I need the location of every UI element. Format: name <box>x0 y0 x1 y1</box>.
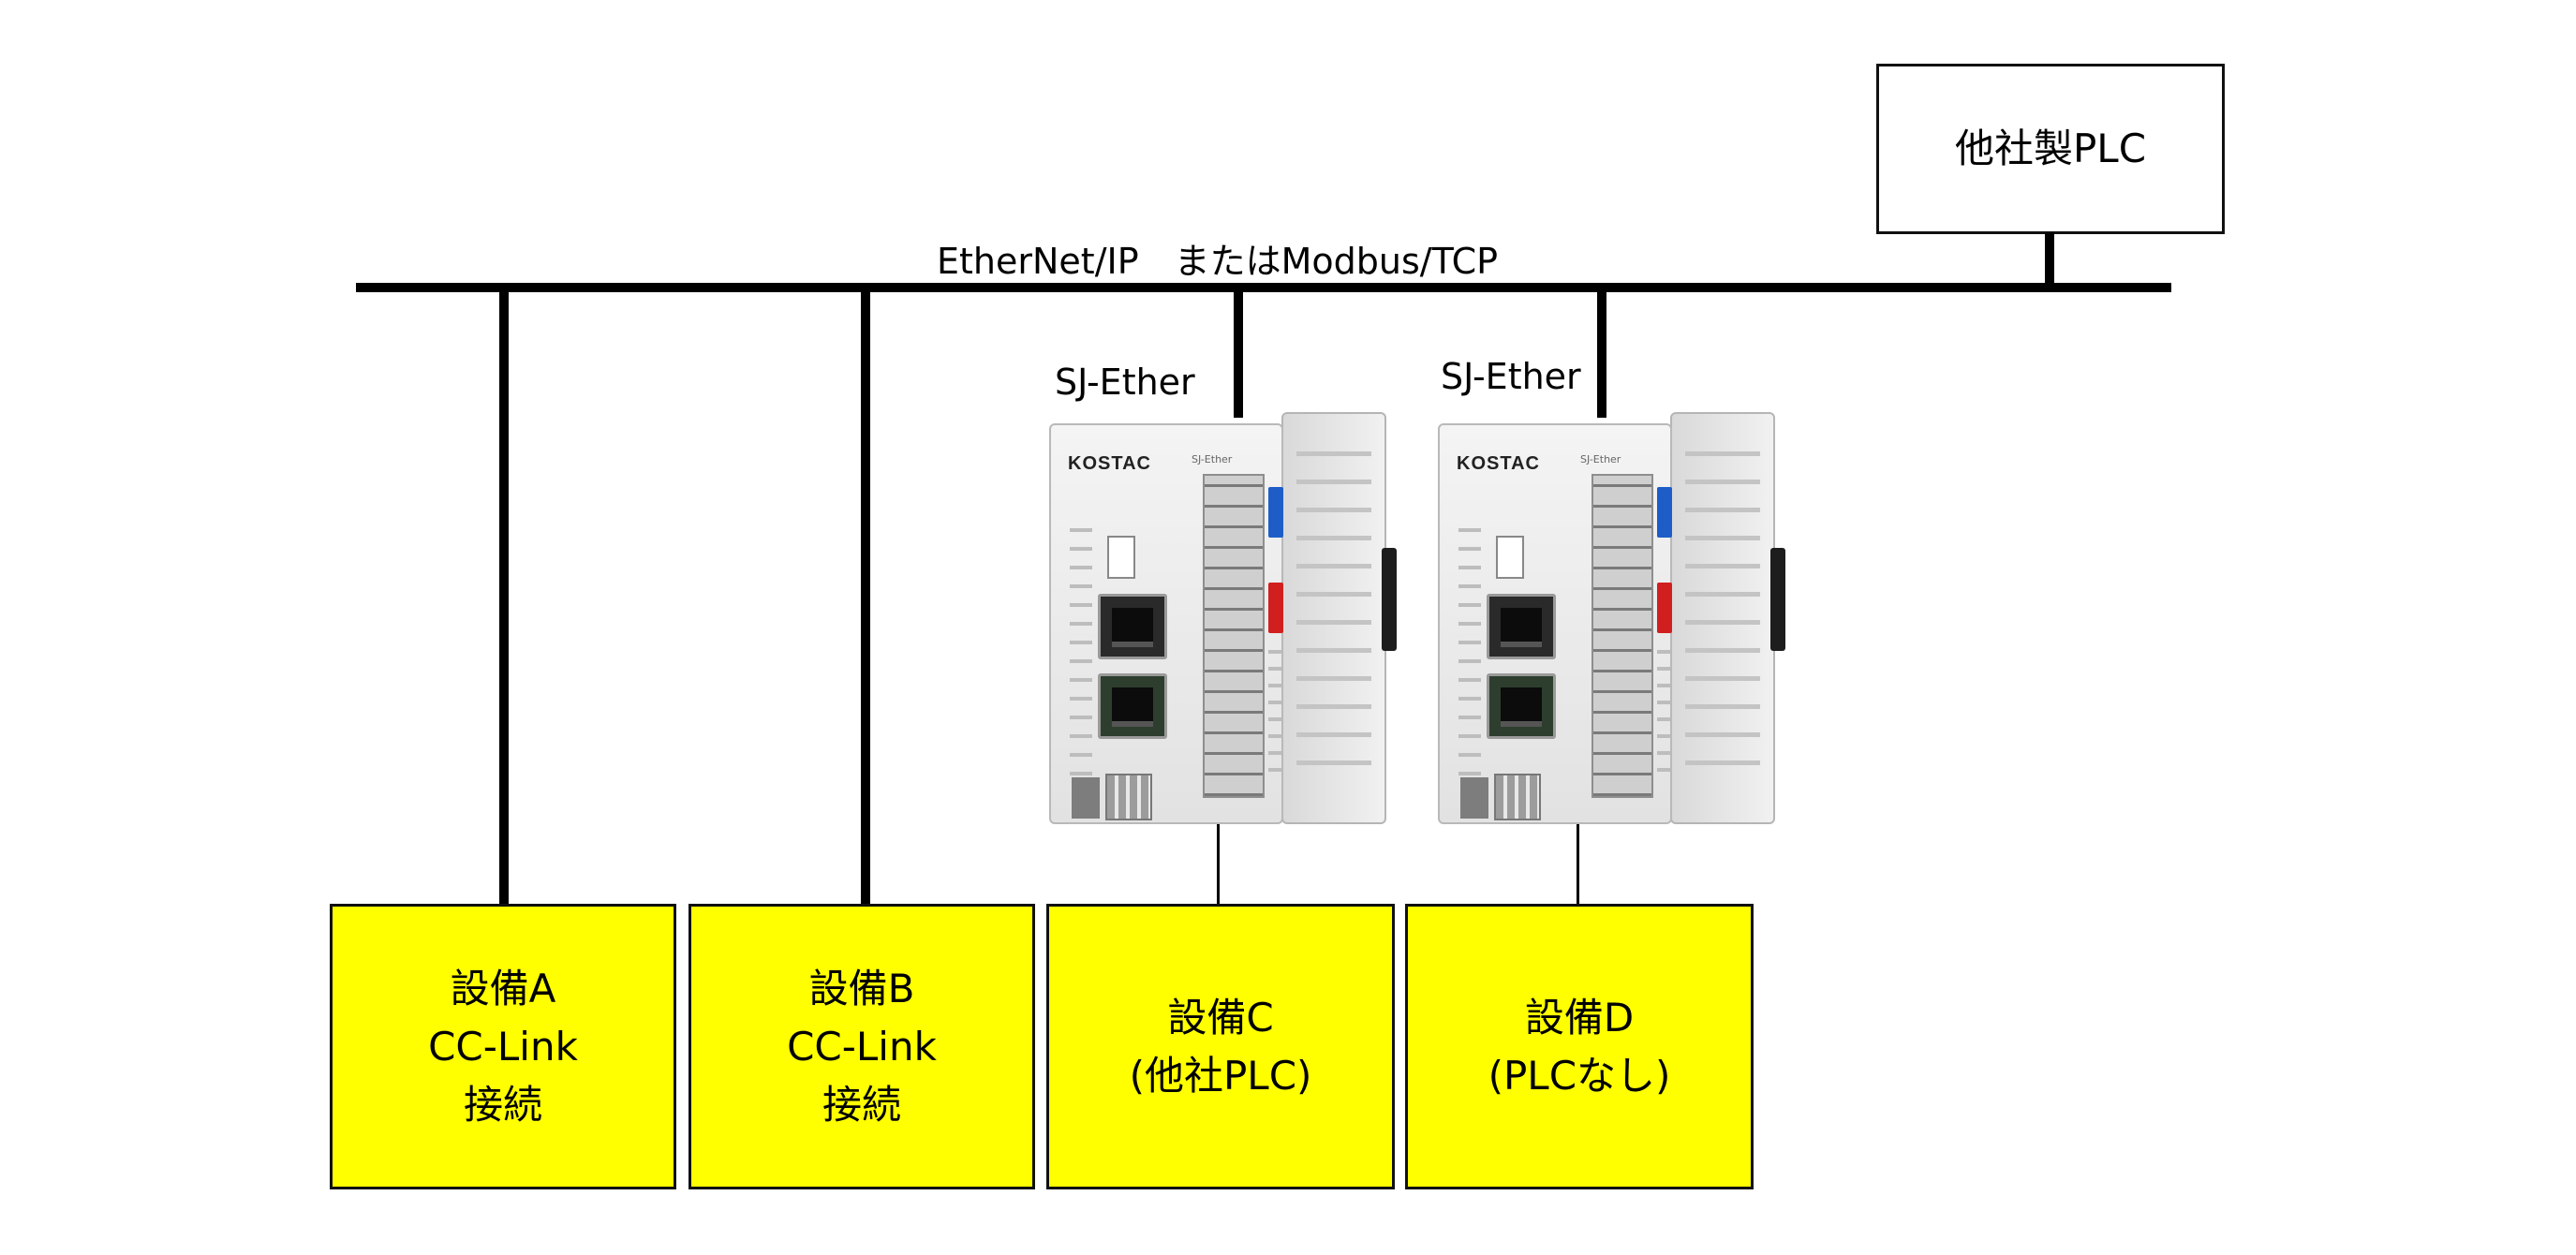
equipment-c-name: 設備C <box>1167 994 1274 1041</box>
equipment-b-connection: 接続 <box>822 1081 901 1128</box>
din-rail-clip <box>1382 548 1397 651</box>
dip-switch-block <box>1494 774 1541 820</box>
gateway-2-drop-line <box>1597 287 1606 418</box>
device-side-panel <box>1670 412 1775 824</box>
io-terminal-block <box>1203 474 1265 798</box>
equipment-c-note: (他社PLC) <box>1129 1052 1312 1099</box>
equipment-d-name: 設備D <box>1524 994 1635 1041</box>
network-bus-line <box>356 283 2171 292</box>
ethernet-port-1 <box>1487 594 1556 659</box>
output-indicator-tag <box>1268 583 1283 633</box>
external-plc-box: 他社製PLC <box>1876 64 2225 234</box>
device-model-label: SJ-Ether <box>1192 453 1233 465</box>
equipment-d-note: (PLCなし) <box>1488 1052 1671 1099</box>
equipment-b-drop-line <box>861 287 870 905</box>
external-plc-label: 他社製PLC <box>1954 126 2147 171</box>
equipment-a-drop-line <box>499 287 509 905</box>
gateway-1-to-equipment-c-line <box>1217 824 1220 905</box>
output-indicator-tag <box>1657 583 1672 633</box>
mode-switch <box>1107 536 1135 579</box>
equipment-a-name: 設備A <box>450 965 556 1011</box>
device-front-panel: KOSTAC SJ-Ether <box>1049 423 1283 824</box>
din-rail-clip <box>1770 548 1785 651</box>
external-plc-drop-line <box>2045 232 2054 287</box>
mode-switch <box>1496 536 1524 579</box>
equipment-a-box: 設備A CC-Link 接続 <box>330 904 676 1189</box>
ethernet-port-1 <box>1098 594 1167 659</box>
input-indicator-tag <box>1657 487 1672 538</box>
input-indicator-tag <box>1268 487 1283 538</box>
gateway-2-label: SJ-Ether <box>1441 356 1581 397</box>
io-terminal-block <box>1591 474 1653 798</box>
equipment-b-protocol: CC-Link <box>787 1023 937 1070</box>
equipment-b-box: 設備B CC-Link 接続 <box>688 904 1035 1189</box>
equipment-d-box: 設備D (PLCなし) <box>1405 904 1754 1189</box>
io-led-column <box>1268 650 1281 772</box>
device-side-panel <box>1281 412 1386 824</box>
equipment-b-name: 設備B <box>808 965 915 1011</box>
gateway-1-device: KOSTAC SJ-Ether <box>1049 412 1397 824</box>
equipment-a-connection: 接続 <box>463 1081 542 1128</box>
status-led-column <box>1458 528 1481 781</box>
gateway-2-device: KOSTAC SJ-Ether <box>1438 412 1785 824</box>
power-connector <box>1072 777 1100 819</box>
network-label: EtherNet/IP またはModbus/TCP <box>937 241 1499 282</box>
equipment-c-box: 設備C (他社PLC) <box>1046 904 1395 1189</box>
io-led-column <box>1657 650 1670 772</box>
power-connector <box>1460 777 1488 819</box>
ethernet-port-2 <box>1487 673 1556 739</box>
ethernet-port-2 <box>1098 673 1167 739</box>
equipment-a-protocol: CC-Link <box>428 1023 578 1070</box>
status-led-column <box>1070 528 1092 781</box>
device-brand-logo: KOSTAC <box>1457 453 1540 474</box>
device-front-panel: KOSTAC SJ-Ether <box>1438 423 1672 824</box>
gateway-1-label: SJ-Ether <box>1055 362 1195 403</box>
device-model-label: SJ-Ether <box>1580 453 1621 465</box>
dip-switch-block <box>1105 774 1152 820</box>
gateway-2-to-equipment-d-line <box>1577 824 1579 905</box>
gateway-1-drop-line <box>1234 287 1243 418</box>
device-brand-logo: KOSTAC <box>1068 453 1151 474</box>
